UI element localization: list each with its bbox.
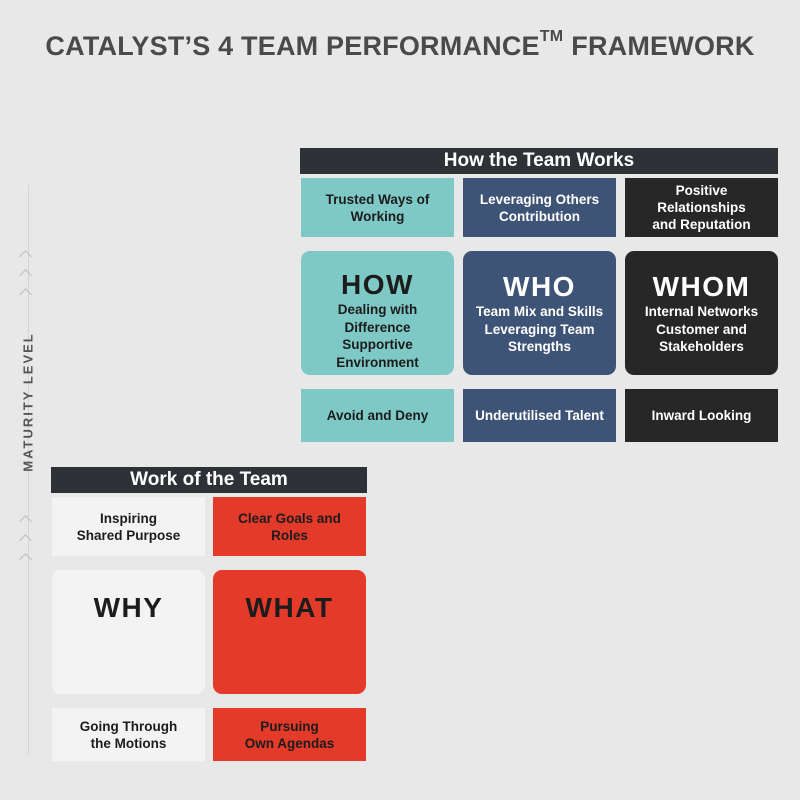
why-top-cell: Inspiring Shared Purpose [52, 497, 205, 556]
who-box: WHO Team Mix and Skills Leveraging Team … [463, 251, 616, 375]
who-bottom-cell: Underutilised Talent [463, 389, 616, 442]
who-top-cell: Leveraging Others Contribution [463, 178, 616, 237]
title-suffix: FRAMEWORK [571, 31, 755, 61]
chevron-up-icon [19, 250, 32, 263]
chevrons-upper-icon [19, 250, 32, 309]
who-description: Team Mix and Skills Leveraging Team Stre… [475, 304, 604, 354]
maturity-axis-line [28, 185, 29, 755]
whom-description: Internal Networks Customer and Stakehold… [644, 304, 759, 354]
chevrons-lower-icon [19, 515, 32, 574]
trademark-mark: TM [539, 28, 564, 45]
work-of-team-header: Work of the Team [51, 467, 367, 493]
whom-box: WHOM Internal Networks Customer and Stak… [625, 251, 778, 375]
chevron-up-icon [19, 553, 32, 566]
whom-bottom-cell: Inward Looking [625, 389, 778, 442]
who-title: WHO [503, 271, 576, 302]
how-box: HOW Dealing with Difference Supportive E… [301, 251, 454, 375]
title-main: CATALYST’S 4 TEAM PERFORMANCE [45, 31, 540, 61]
how-top-cell: Trusted Ways of Working [301, 178, 454, 237]
how-team-works-header: How the Team Works [300, 148, 778, 174]
maturity-level-label: MATURITY LEVEL [20, 332, 36, 472]
page-title: CATALYST’S 4 TEAM PERFORMANCETM FRAMEWORK [0, 28, 800, 62]
whom-title: WHOM [652, 271, 751, 302]
chevron-up-icon [19, 534, 32, 547]
what-box: WHAT [213, 570, 366, 694]
why-title: WHY [93, 592, 164, 623]
what-title: WHAT [245, 592, 334, 623]
why-box: WHY [52, 570, 205, 694]
how-title: HOW [341, 269, 414, 300]
how-description: Dealing with Difference Supportive Envir… [336, 302, 419, 370]
chevron-up-icon [19, 269, 32, 282]
whom-top-cell: Positive Relationships and Reputation [625, 178, 778, 237]
how-bottom-cell: Avoid and Deny [301, 389, 454, 442]
what-top-cell: Clear Goals and Roles [213, 497, 366, 556]
chevron-up-icon [19, 288, 32, 301]
chevron-up-icon [19, 515, 32, 528]
what-bottom-cell: Pursuing Own Agendas [213, 708, 366, 761]
why-bottom-cell: Going Through the Motions [52, 708, 205, 761]
